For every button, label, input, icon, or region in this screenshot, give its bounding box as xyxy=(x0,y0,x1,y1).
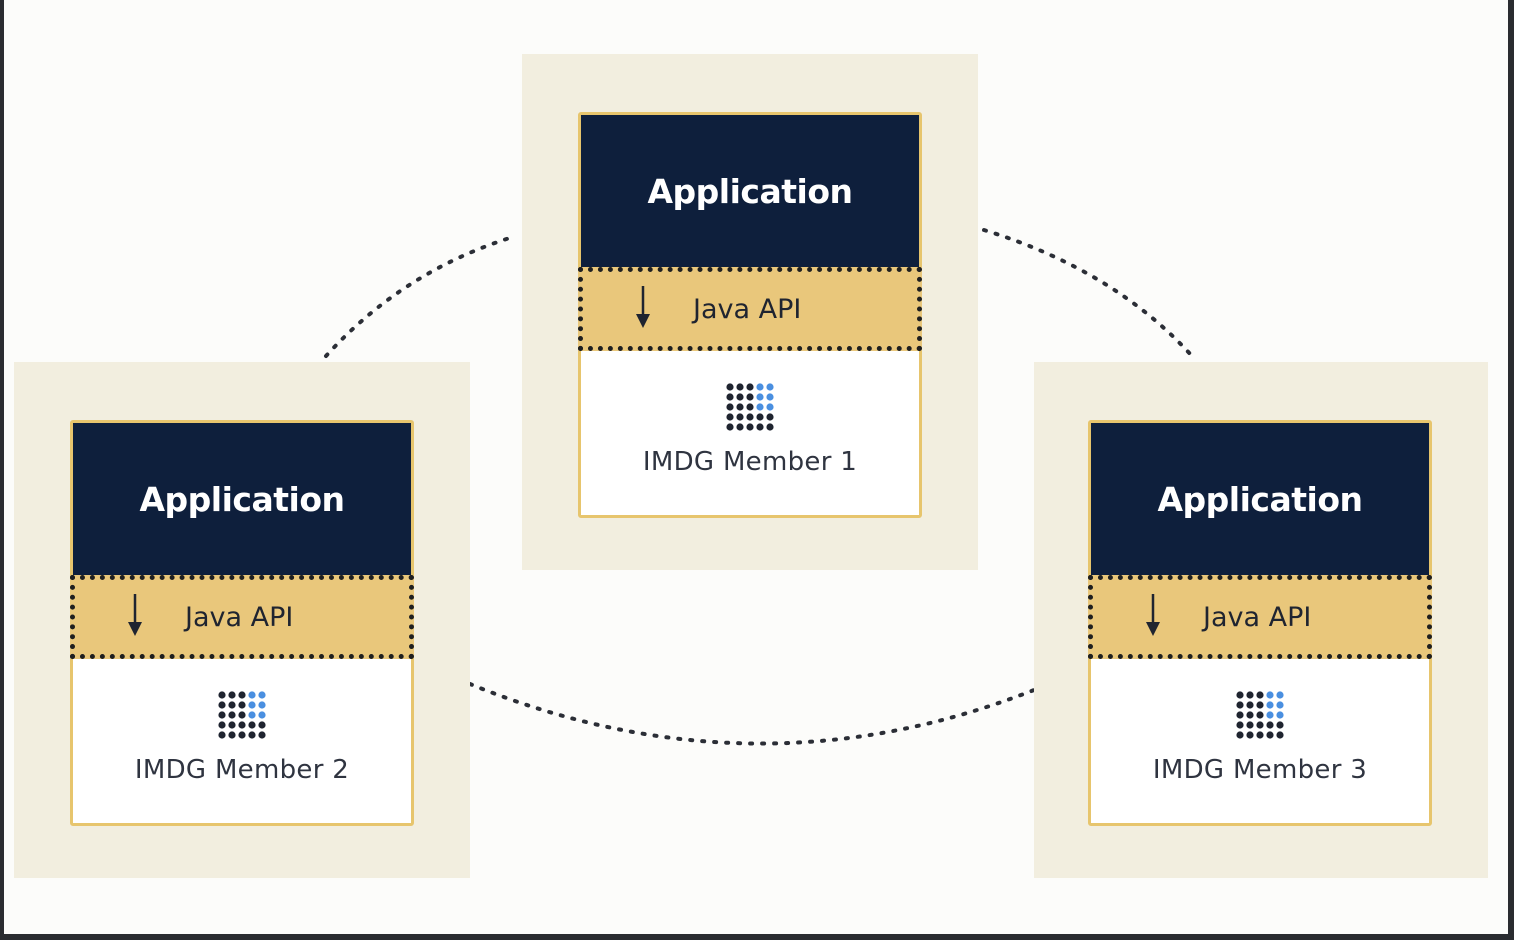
java-api-block: Java API xyxy=(578,267,922,351)
arrow-down-icon xyxy=(128,594,142,636)
node-3-stack: Application Java API IMDG Member 3 xyxy=(1088,420,1432,826)
grid-dots-icon xyxy=(726,383,774,431)
arrow-down-icon xyxy=(636,286,650,328)
node-1-stack: Application Java API IMDG Member 1 xyxy=(578,112,922,518)
application-block: Application xyxy=(581,115,919,267)
member-label: IMDG Member 1 xyxy=(642,447,858,477)
application-block: Application xyxy=(73,423,411,575)
arrow-down-icon xyxy=(1146,594,1160,636)
application-block: Application xyxy=(1091,423,1429,575)
node-2-stack: Application Java API IMDG Member 2 xyxy=(70,420,414,826)
grid-dots-icon xyxy=(1236,691,1284,739)
java-api-label: Java API xyxy=(693,294,802,325)
application-label: Application xyxy=(647,171,854,211)
application-label: Application xyxy=(139,479,346,519)
java-api-block: Java API xyxy=(1088,575,1432,659)
connector-member1-member3 xyxy=(982,228,1194,358)
member-label: IMDG Member 3 xyxy=(1152,755,1368,785)
java-api-label: Java API xyxy=(185,602,294,633)
application-label: Application xyxy=(1157,479,1364,519)
cluster-diagram: Application Java API IMDG Member 1 Appli… xyxy=(4,0,1508,934)
java-api-label: Java API xyxy=(1203,602,1312,633)
connector-member2-member1 xyxy=(324,234,518,358)
grid-dots-icon xyxy=(218,691,266,739)
connector-member2-member3 xyxy=(468,682,1036,746)
member-label: IMDG Member 2 xyxy=(134,755,350,785)
cluster-connections xyxy=(324,228,1194,746)
java-api-block: Java API xyxy=(70,575,414,659)
